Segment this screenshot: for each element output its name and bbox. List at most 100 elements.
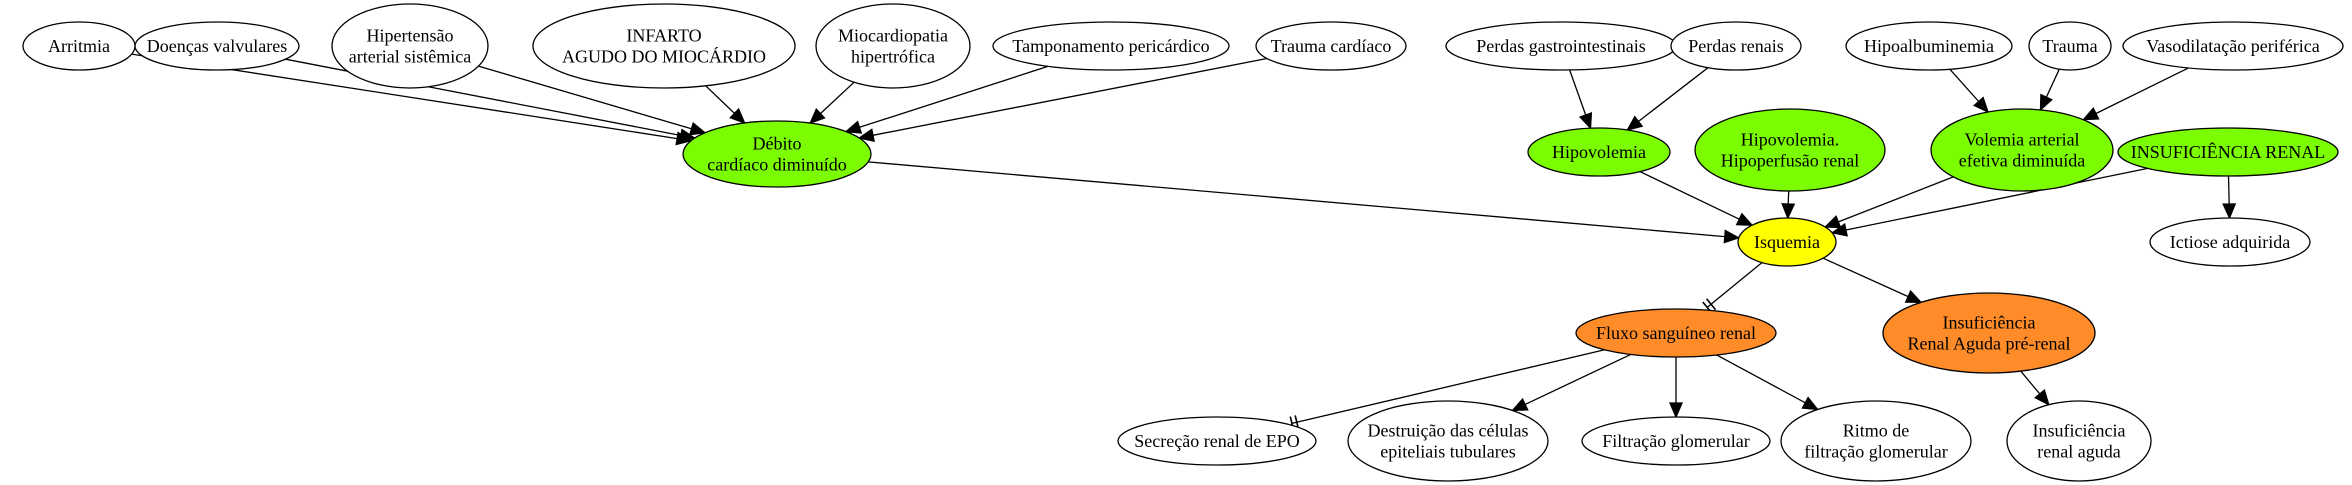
node-secrecao-epo: Secreção renal de EPO: [1117, 416, 1317, 466]
arrowhead: [1830, 223, 1848, 237]
arrowhead: [1723, 229, 1741, 244]
node-filtracao: Filtração glomerular: [1581, 416, 1771, 466]
node-ellipse: [1737, 217, 1837, 267]
edge-ira-prerenal-to-ira: [2020, 370, 2050, 406]
node-label-line: Miocardiopatia: [838, 26, 948, 46]
node-label-line: Hipovolemia.: [1741, 130, 1839, 150]
node-label-line: Hipovolemia: [1552, 142, 1646, 162]
node-label-line: Trauma cardíaco: [1271, 36, 1392, 56]
edge-isquemia-to-ira-prerenal: [1822, 257, 1923, 303]
node-trauma: Trauma: [2028, 21, 2112, 71]
node-ellipse: [2149, 217, 2311, 267]
node-label-line: hipertrófica: [851, 47, 935, 67]
edge-perdas-gi-to-hipovolemia: [1568, 69, 1593, 130]
node-ellipse: [331, 3, 489, 89]
node-ellipse: [992, 21, 1230, 71]
node-label-line: filtração glomerular: [1804, 442, 1947, 462]
node-label-line: Perdas renais: [1688, 36, 1783, 56]
node-ellipse: [134, 21, 300, 71]
node-ellipse: [2117, 127, 2339, 177]
arrowhead: [2034, 388, 2050, 406]
arrowhead: [844, 120, 863, 134]
node-ellipse: [1780, 400, 1972, 482]
node-label-line: Renal Aguda pré-renal: [1908, 334, 2071, 354]
node-ellipse: [1882, 292, 2096, 374]
nodes-layer: Arritmia Doenças valvulares Hipertensãoart…: [22, 3, 2344, 482]
edge-vasodilatacao-to-volemia: [2081, 67, 2189, 121]
node-label-line: Secreção renal de EPO: [1134, 431, 1299, 451]
node-label-line: Isquemia: [1754, 232, 1820, 252]
node-ellipse: [1255, 21, 1407, 71]
node-ellipse: [1347, 400, 1549, 482]
node-label-line: Fluxo sanguíneo renal: [1596, 323, 1756, 343]
node-ellipse: [1527, 127, 1671, 177]
arrowhead: [1781, 203, 1796, 220]
node-ellipse: [1581, 416, 1771, 466]
edge-trauma-cardiaco-to-debito: [857, 57, 1268, 143]
node-label-line: Volemia arterial: [1964, 130, 2079, 150]
node-perdas-gi: Perdas gastrointestinais: [1445, 21, 1677, 71]
node-label-line: Hipoalbuminemia: [1864, 36, 1994, 56]
edge-fluxo-to-destruicao: [1511, 353, 1632, 412]
arrowhead: [1735, 212, 1754, 226]
node-label-line: Destruição das células: [1368, 421, 1529, 441]
edge-hipoalbuminemia-to-volemia: [1949, 68, 1990, 114]
node-label-line: Hipertensão: [367, 26, 454, 46]
node-label-line: cardíaco diminuído: [707, 155, 846, 175]
node-ellipse: [2122, 21, 2344, 71]
arrowhead: [678, 128, 697, 143]
node-label-line: Filtração glomerular: [1602, 431, 1749, 451]
edge-hipertensao-to-debito: [478, 65, 707, 136]
node-tamponamento: Tamponamento pericárdico: [992, 21, 1230, 71]
node-ellipse: [1575, 308, 1777, 358]
node-vasodilatacao: Vasodilatação periférica: [2122, 21, 2344, 71]
edge-miocardiopatia-to-debito: [808, 81, 855, 125]
node-ellipse: [682, 120, 872, 188]
arrowhead: [1904, 289, 1923, 303]
edge-hipovolemia-to-isquemia: [1639, 171, 1754, 226]
node-isquemia: Isquemia: [1737, 217, 1837, 267]
node-label-line: Débito: [753, 134, 802, 154]
node-label-line: Arritmia: [48, 36, 110, 56]
edge-perdas-renais-to-hipovolemia: [1626, 67, 1709, 132]
node-label-line: epiteliais tubulares: [1380, 442, 1515, 462]
edge-debito-to-isquemia: [868, 161, 1741, 244]
node-label-line: Perdas gastrointestinais: [1476, 36, 1645, 56]
arrowhead: [688, 121, 707, 136]
node-ellipse: [1117, 416, 1317, 466]
node-ellipse: [2006, 400, 2152, 482]
node-ictiose: Ictiose adquirida: [2149, 217, 2311, 267]
arrowhead: [808, 108, 826, 125]
node-ellipse: [815, 3, 971, 89]
node-label-line: Tamponamento pericárdico: [1012, 36, 1209, 56]
node-hipovolemia-hipoperfusao: Hipovolemia.Hipoperfusão renal: [1694, 108, 1886, 192]
arrowhead: [1669, 402, 1683, 419]
edge-fluxo-to-filtracao: [1669, 357, 1683, 419]
edge-fluxo-to-ritmo: [1716, 354, 1820, 411]
node-label-line: Ictiose adquirida: [2170, 232, 2290, 252]
node-label-line: efetiva diminuída: [1959, 151, 2085, 171]
node-label-line: Ritmo de: [1843, 421, 1910, 441]
arrowhead: [2222, 203, 2237, 220]
node-doencas-valvulares: Doenças valvulares: [134, 21, 300, 71]
tee-mark: [1705, 298, 1717, 311]
arrowhead: [1626, 115, 1644, 132]
node-label-line: Hipoperfusão renal: [1721, 151, 1859, 171]
node-label-line: Insuficiência: [1943, 313, 2036, 333]
arrowhead: [1823, 215, 1842, 229]
node-perdas-renais: Perdas renais: [1670, 21, 1802, 71]
node-trauma-cardiaco: Trauma cardíaco: [1255, 21, 1407, 71]
node-ellipse: [1930, 108, 2114, 192]
node-hipovolemia: Hipovolemia: [1527, 127, 1671, 177]
edges-layer: [131, 53, 2237, 431]
edge-infarto-to-debito: [705, 85, 746, 125]
node-ellipse: [1694, 108, 1886, 192]
